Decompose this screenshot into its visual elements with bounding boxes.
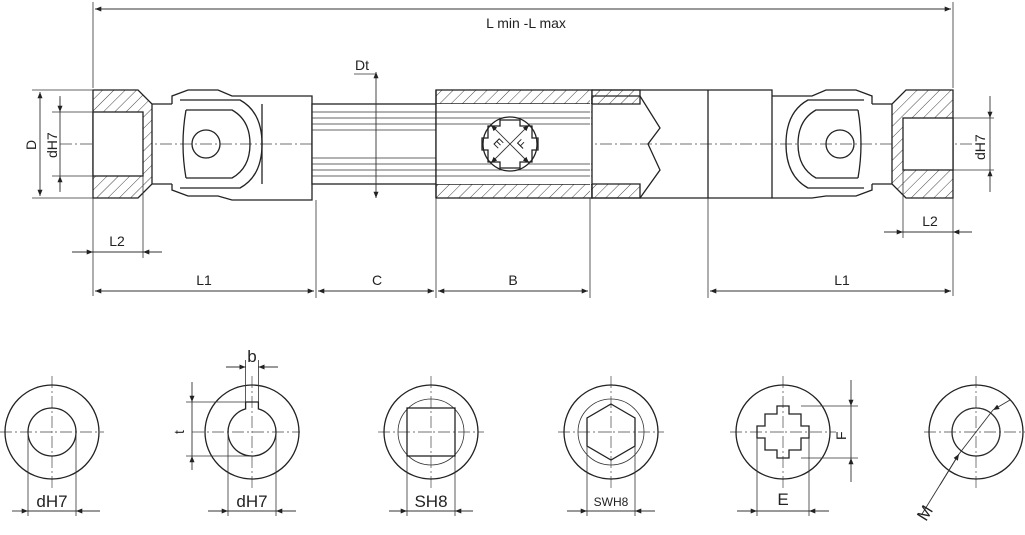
keyway-bore-label: dH7 bbox=[236, 492, 267, 511]
section-hex-bore: SWH8 bbox=[558, 376, 664, 516]
plain-bore-label: dH7 bbox=[36, 492, 67, 511]
key-width-label: b bbox=[247, 347, 256, 366]
right-bore-depth-label: L2 bbox=[922, 213, 938, 229]
section-square-bore: SH8 bbox=[378, 376, 484, 516]
right-yoke bbox=[772, 89, 873, 199]
left-yoke-length-label: L1 bbox=[196, 272, 212, 288]
shaft-assembly: L min -L max bbox=[23, 2, 994, 298]
tube-diameter-dimension: Dt bbox=[354, 57, 379, 198]
left-diameter-dimensions: D dH7 bbox=[23, 89, 93, 199]
right-hub bbox=[872, 89, 954, 199]
square-bore-label: SH8 bbox=[414, 492, 447, 511]
left-bore-depth-label: L2 bbox=[109, 233, 125, 249]
left-bore-depth-dimension: L2 bbox=[72, 176, 162, 296]
right-yoke-length-label: L1 bbox=[834, 272, 850, 288]
bore-sections: dH7 b t dH7 bbox=[0, 347, 1025, 524]
slide-c-label: C bbox=[372, 272, 382, 288]
thread-bore-label: M bbox=[913, 502, 937, 524]
section-thread-bore: M bbox=[913, 376, 1025, 524]
spline-section-detail: E F bbox=[481, 116, 539, 172]
left-bore-label: dH7 bbox=[44, 132, 60, 158]
outer-diameter-label: D bbox=[23, 140, 39, 150]
left-hub bbox=[92, 89, 172, 199]
spline-shaft bbox=[311, 103, 437, 185]
overall-length-dimension: L min -L max bbox=[92, 2, 954, 88]
overall-length-label: L min -L max bbox=[486, 15, 566, 31]
right-bore-label: dH7 bbox=[972, 134, 988, 160]
right-bore-dimension: dH7 bbox=[953, 96, 994, 192]
tube-diameter-label: Dt bbox=[355, 57, 369, 73]
bottom-length-dimensions: L1 C B L1 bbox=[95, 198, 951, 298]
left-yoke bbox=[171, 89, 313, 201]
right-bore-depth-dimension: L2 bbox=[884, 170, 972, 296]
key-depth-label: t bbox=[171, 430, 187, 434]
section-spline-bore: F E bbox=[730, 376, 858, 516]
tube-b-label: B bbox=[508, 272, 517, 288]
section-keyway-bore: b t dH7 bbox=[171, 347, 300, 516]
section-plain-bore: dH7 bbox=[0, 376, 104, 516]
spline-bore-f-label: F bbox=[833, 431, 849, 440]
spline-bore-e-label: E bbox=[777, 490, 788, 509]
hex-bore-label: SWH8 bbox=[594, 495, 629, 509]
